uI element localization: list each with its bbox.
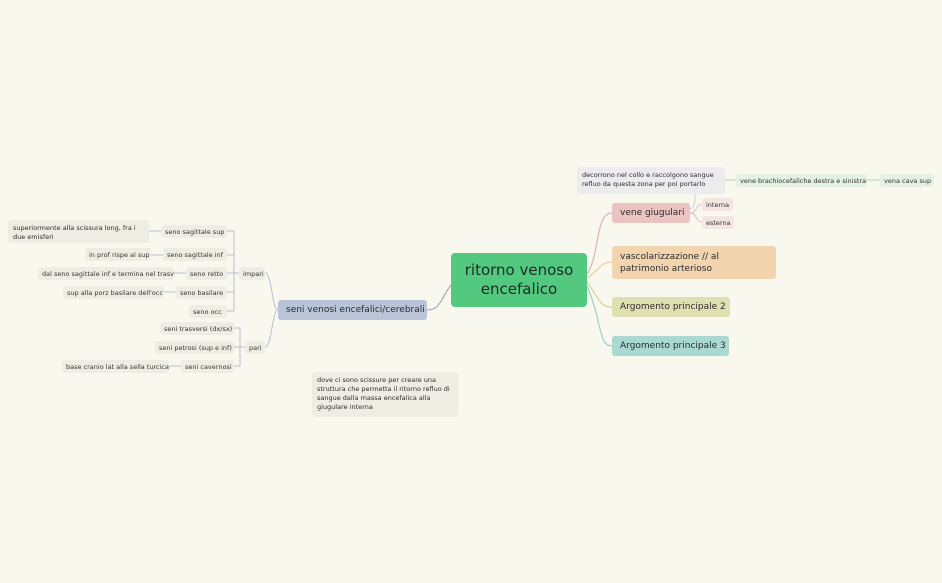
subtopic-decorrono[interactable]: decorrono nel collo e raccolgono sangue … <box>577 167 725 194</box>
subtopic-seni-petrosi[interactable]: seni petrosi (sup e inf) <box>155 341 234 354</box>
topic-argomento-3[interactable]: Argomento principale 3 <box>612 336 729 356</box>
note-sagittale-sup[interactable]: superiormente alla scissura long, fra i … <box>8 220 149 243</box>
note-retto[interactable]: dal seno sagittale inf e termina nel tra… <box>38 267 174 280</box>
topic-vene-giugulari[interactable]: vene giugulari <box>612 203 690 223</box>
note-basilare[interactable]: sup alla porz basilare dell'occ <box>63 286 164 299</box>
subtopic-esterna[interactable]: esterna <box>702 216 734 229</box>
subtopic-seno-sagittale-sup[interactable]: seno sagittale sup <box>161 225 227 238</box>
note-sagittale-inf[interactable]: in prof rispe al sup <box>85 248 151 261</box>
subtopic-vene-brachiocefaliche[interactable]: vene brachiocefaliche destra e sinistra <box>736 174 867 187</box>
subtopic-interna[interactable]: interna <box>702 198 733 211</box>
topic-vascolarizzazione[interactable]: vascolarizzazione // al patrimonio arter… <box>612 246 776 279</box>
floating-note[interactable]: dove ci sono scissure per creare una str… <box>312 372 458 417</box>
subtopic-pari[interactable]: pari <box>245 341 265 354</box>
root-topic-label: ritorno venoso encefalico <box>464 261 574 298</box>
subtopic-seno-retto[interactable]: seno retto <box>186 267 227 280</box>
subtopic-impari[interactable]: impari <box>239 267 265 280</box>
subtopic-seno-sagittale-inf[interactable]: seno sagittale inf <box>163 248 227 261</box>
topic-seni-venosi[interactable]: seni venosi encefalici/cerebrali <box>278 300 427 320</box>
subtopic-seni-cavernosi[interactable]: seni cavernosi <box>181 360 234 373</box>
note-cavernosi[interactable]: base cranio lat alla sella turcica <box>62 360 169 373</box>
subtopic-seno-basilare[interactable]: seno basilare <box>176 286 227 299</box>
subtopic-vena-cava[interactable]: vena cava sup <box>880 174 934 187</box>
subtopic-seno-occ[interactable]: seno occ <box>189 305 227 318</box>
root-topic[interactable]: ritorno venoso encefalico <box>451 253 587 307</box>
topic-argomento-2[interactable]: Argomento principale 2 <box>612 297 730 317</box>
subtopic-seni-trasversi[interactable]: seni trasversi (dx/sx) <box>160 322 234 335</box>
